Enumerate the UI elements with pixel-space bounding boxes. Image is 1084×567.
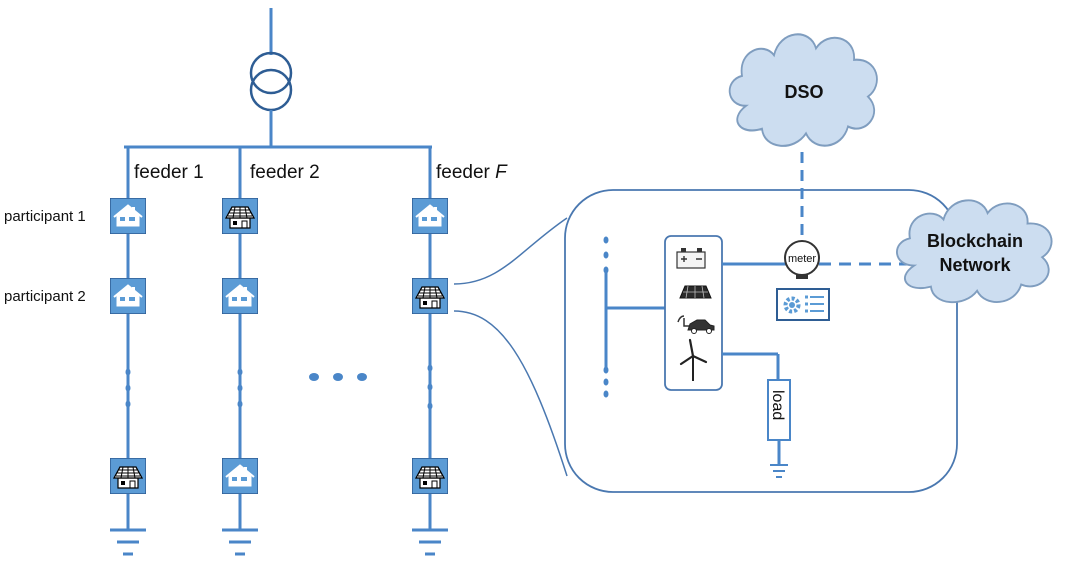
feeder-label: feeder 1	[134, 162, 204, 183]
zoom-line-top	[453, 217, 568, 285]
meter-icon: meter	[784, 240, 820, 279]
load-label: load	[769, 390, 786, 420]
solar-house-icon	[412, 458, 448, 494]
feeder-label: feeder F	[436, 162, 508, 183]
house-icon	[222, 458, 258, 494]
house-icon	[110, 278, 146, 314]
blockchain-label: Blockchain	[927, 231, 1023, 251]
controller-gear-list-icon	[776, 288, 830, 321]
blockchain-cloud	[896, 199, 1053, 304]
vertical-ellipsis	[237, 368, 243, 408]
horizontal-ellipsis	[309, 373, 367, 381]
vertical-ellipsis	[125, 368, 131, 408]
solar-house-icon	[110, 458, 146, 494]
transformer-coil-bottom	[249, 68, 293, 112]
ground-symbol	[770, 464, 788, 478]
electric-car-icon	[677, 315, 715, 334]
dso-cloud	[728, 33, 878, 147]
participant-label: participant 2	[4, 288, 86, 305]
house-icon	[222, 278, 258, 314]
ground-symbol	[110, 528, 146, 556]
detail-panel	[564, 189, 958, 493]
ground-symbol	[412, 528, 448, 556]
solar-house-icon	[222, 198, 258, 234]
solar-house-icon	[412, 278, 448, 314]
vertical-ellipsis	[427, 364, 433, 410]
house-icon	[110, 198, 146, 234]
wind-turbine-icon	[679, 338, 708, 381]
solar-panel-icon	[679, 285, 712, 299]
battery-icon	[676, 248, 706, 269]
vertical-ellipsis	[603, 236, 609, 274]
participant-label: participant 1	[4, 208, 86, 225]
transformer-coil-top	[249, 51, 293, 95]
feeder-label: feeder 2	[250, 162, 320, 183]
device-box	[664, 235, 723, 391]
dso-label: DSO	[784, 82, 823, 102]
house-icon	[412, 198, 448, 234]
meter-label: meter	[788, 253, 816, 265]
zoom-line-bottom	[453, 310, 568, 477]
ground-symbol	[222, 528, 258, 556]
blockchain-label: Network	[939, 255, 1011, 275]
